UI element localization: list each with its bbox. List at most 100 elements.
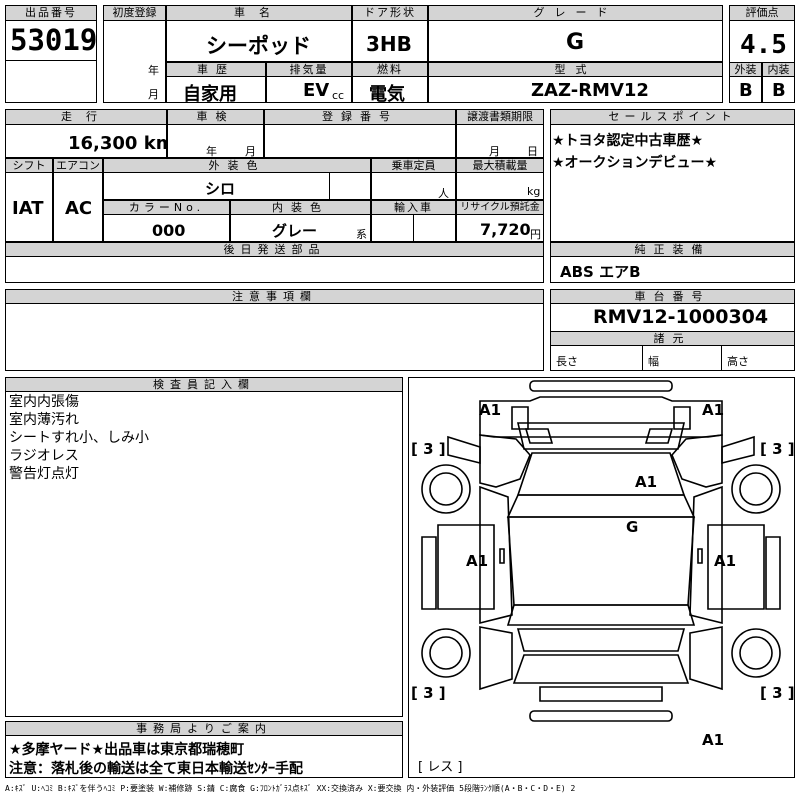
int-color-label: 内装色 — [230, 200, 371, 215]
import-label: 輸入車 — [371, 200, 456, 215]
wheel-rear-left — [421, 628, 471, 678]
first-reg-box — [103, 5, 166, 103]
front-roof-edge — [506, 494, 696, 518]
chassis-number: RMV12-1000304 — [593, 306, 769, 328]
displacement-label: 排気量 — [266, 62, 352, 77]
left-door — [437, 524, 495, 610]
shift: IAT — [12, 198, 44, 219]
int-color: グレー — [272, 222, 318, 240]
mark-hood: A1 — [635, 473, 657, 491]
first-reg-year-unit: 年 — [148, 64, 159, 77]
front-bumper — [529, 380, 673, 392]
fuel: 電気 — [369, 84, 405, 105]
spare-tire: [ レス ] — [418, 760, 462, 775]
lot-box — [5, 5, 97, 103]
ac-label: エアコン — [53, 158, 103, 173]
car-diagram: A1 A1 A1 G A1 A1 A1 [ 3 ] [ 3 ] [ 3 ] [ … — [411, 380, 795, 775]
door-handles — [499, 548, 703, 564]
remark-line: シートすれ小、しみ小 — [9, 430, 149, 446]
length-label: 長さ — [556, 355, 578, 368]
width-label: 幅 — [648, 355, 659, 368]
later-parts-label: 後日発送部品 — [5, 242, 544, 257]
mileage: 16,300 km — [68, 133, 175, 154]
genuine-label: 純正装備 — [550, 242, 795, 257]
left-mirror — [447, 435, 481, 465]
right-a-pillar — [689, 485, 723, 625]
roof — [507, 516, 695, 606]
displacement-unit: cc — [332, 89, 345, 102]
int-color-suffix: 系 — [356, 228, 367, 241]
dims-label: 諸元 — [550, 331, 795, 346]
score-label: 評価点 — [729, 5, 795, 21]
rear-panel — [539, 686, 663, 702]
load-label: 最大積載量 — [456, 158, 544, 173]
chassis-label: 車台番号 — [550, 289, 795, 304]
remark-line: 警告灯点灯 — [9, 466, 79, 482]
recycle-label: リサイクル預託金 — [456, 200, 544, 215]
ext-color: シロ — [205, 180, 236, 198]
ext-color-label: 外装色 — [103, 158, 371, 173]
shift-label: シフト — [5, 158, 53, 173]
score: 4.5 — [740, 30, 787, 60]
mark-front-right: A1 — [702, 401, 724, 419]
fuel-label: 燃料 — [352, 62, 428, 77]
rear-roof-edge — [506, 604, 696, 626]
remark-line: 室内内張傷 — [9, 394, 79, 410]
mark-left-door: A1 — [466, 552, 488, 570]
rear-window — [516, 628, 686, 652]
height-label: 高さ — [727, 355, 749, 368]
lot-number: 53019 — [10, 23, 98, 57]
load-unit: kg — [527, 185, 541, 198]
transfer-day-unit: 日 — [527, 145, 538, 158]
color-no: 000 — [152, 221, 186, 240]
recycle-unit: 円 — [530, 228, 541, 241]
inspection-year-unit: 年 — [206, 145, 217, 158]
right-door — [707, 524, 765, 610]
left-front-fender — [479, 434, 531, 488]
transfer-month-unit: 月 — [489, 145, 500, 158]
model: ZAZ-RMV12 — [531, 80, 649, 101]
exterior-grade: B — [739, 80, 753, 101]
mark-roof: G — [626, 518, 638, 536]
rear-fenders — [479, 626, 723, 691]
sales-point-box — [550, 109, 795, 242]
remark-line: ラジオレス — [9, 448, 79, 464]
car-name: シーポッド — [206, 34, 311, 58]
genuine-equipment: ABS エアB — [560, 263, 641, 281]
sales-point-1: ★トヨタ認定中古車歴★ — [552, 133, 704, 149]
notes-label: 注意事項欄 — [5, 289, 544, 304]
side-sills — [421, 536, 781, 610]
car-name-label: 車名 — [166, 5, 352, 21]
grade-label: グレード — [428, 5, 723, 21]
door-label: ドア形状 — [352, 5, 428, 21]
rear-hatch — [512, 654, 690, 684]
exterior-label: 外装 — [729, 62, 762, 77]
color-no-label: カラーNo. — [103, 200, 230, 215]
first-reg-label: 初度登録 — [103, 5, 166, 21]
capacity-label: 乗車定員 — [371, 158, 456, 173]
mark-rear: A1 — [702, 731, 724, 749]
headlights — [511, 406, 691, 430]
right-mirror — [721, 435, 755, 465]
inspector-remarks: 室内内張傷 室内薄汚れ シートすれ小、しみ小 ラジオレス 警告灯点灯 — [9, 393, 149, 483]
recycle-amount: 7,720 — [480, 220, 531, 239]
front-section — [479, 396, 723, 438]
left-a-pillar — [479, 485, 513, 625]
grade: G — [566, 30, 585, 55]
tire-rear-left: [ 3 ] — [411, 684, 446, 702]
office-label: 事務局よりご案内 — [5, 721, 403, 736]
model-label: 型式 — [428, 62, 723, 77]
transfer-label: 譲渡書類期限 — [456, 109, 544, 125]
remark-line: 室内薄汚れ — [9, 412, 79, 428]
displacement: EV — [303, 80, 330, 101]
interior-grade: B — [772, 80, 786, 101]
capacity-unit: 人 — [438, 187, 449, 200]
sales-point-label: セールスポイント — [550, 109, 795, 125]
tire-rear-right: [ 3 ] — [760, 684, 795, 702]
rear-bumper — [529, 710, 673, 722]
sales-point-2: ★オークションデビュー★ — [552, 155, 718, 171]
mark-right-door: A1 — [714, 552, 736, 570]
windshield — [516, 452, 686, 496]
wheel-rear-right — [731, 628, 781, 678]
lot-label: 出品番号 — [5, 5, 97, 21]
